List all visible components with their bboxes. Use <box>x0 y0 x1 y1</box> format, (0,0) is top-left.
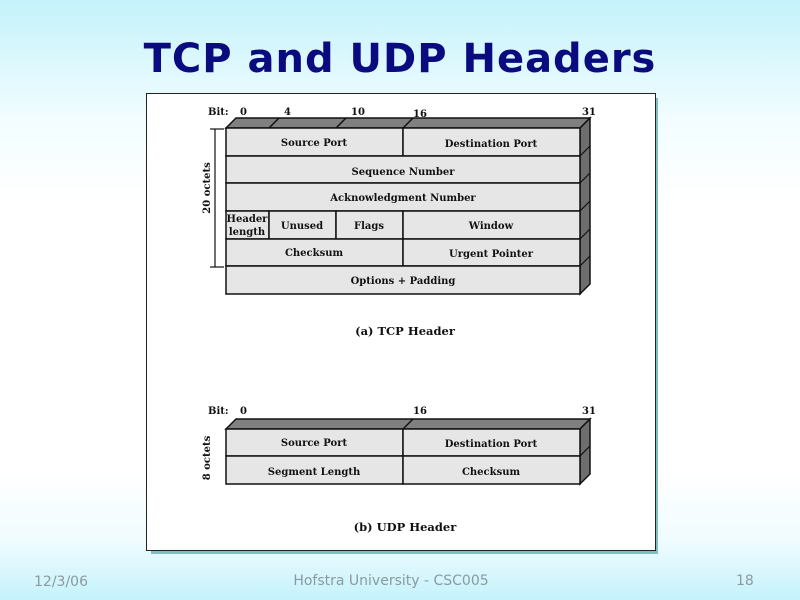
udp-segment-length-cell <box>225 455 404 485</box>
udp-caption: (b) UDP Header <box>354 520 458 534</box>
tcp-bit-31: 31 <box>582 107 596 118</box>
udp-bit-label: Bit: <box>208 406 229 417</box>
udp-source-port: Source Port <box>281 438 348 449</box>
tcp-caption: (a) TCP Header <box>355 324 456 338</box>
tcp-source-port: Source Port <box>281 138 348 149</box>
tcp-destination-port-cell <box>402 127 581 157</box>
tcp-bit-10: 10 <box>351 107 365 118</box>
tcp-options: Options + Padding <box>351 276 456 287</box>
tcp-urgent-pointer: Urgent Pointer <box>449 249 534 260</box>
footer-center: Hofstra University - CSC005 <box>293 573 489 589</box>
udp-header-diagram: Bit: 0 16 31 Source Port Destination Por… <box>202 406 596 534</box>
tcp-unused: Unused <box>281 221 323 232</box>
tcp-octets-bracket <box>210 128 224 268</box>
tcp-checksum-cell <box>225 238 404 267</box>
udp-destination-port: Destination Port <box>445 439 538 450</box>
slide-title: TCP and UDP Headers <box>143 36 657 82</box>
tcp-ack-number-cell <box>225 182 581 212</box>
tcp-sequence-number-cell <box>225 155 581 184</box>
tcp-sequence-number: Sequence Number <box>351 167 455 178</box>
tcp-destination-port: Destination Port <box>445 139 538 150</box>
tcp-options-cell <box>225 265 581 295</box>
udp-checksum-cell <box>402 455 581 485</box>
tcp-window: Window <box>468 221 514 232</box>
tcp-header-length-1: Header <box>227 214 269 225</box>
tcp-bit-0: 0 <box>240 107 247 118</box>
tcp-ack-number: Acknowledgment Number <box>329 193 476 204</box>
udp-bit-0: 0 <box>240 406 247 417</box>
udp-checksum: Checksum <box>462 467 521 478</box>
tcp-header-length-2: length <box>229 227 266 238</box>
tcp-checksum: Checksum <box>285 248 344 259</box>
tcp-octets-label: 20 octets <box>202 162 213 214</box>
tcp-flags: Flags <box>354 221 384 232</box>
footer-date: 12/3/06 <box>34 574 88 590</box>
udp-segment-length: Segment Length <box>268 467 361 478</box>
tcp-header-diagram: Bit: 0 4 10 16 31 <box>202 107 596 338</box>
udp-bit-16: 16 <box>413 406 427 417</box>
page-number: 18 <box>736 573 754 589</box>
tcp-bit-16: 16 <box>413 109 427 120</box>
tcp-window-cell <box>402 210 581 240</box>
tcp-source-port-cell <box>225 127 404 157</box>
udp-octets-label: 8 octets <box>202 435 213 480</box>
tcp-bit-label: Bit: <box>208 107 229 118</box>
tcp-bit-4: 4 <box>284 107 291 118</box>
udp-bit-31: 31 <box>582 406 596 417</box>
udp-source-port-cell <box>225 428 404 457</box>
tcp-unused-cell <box>268 210 337 240</box>
tcp-urgent-pointer-cell <box>402 238 581 267</box>
